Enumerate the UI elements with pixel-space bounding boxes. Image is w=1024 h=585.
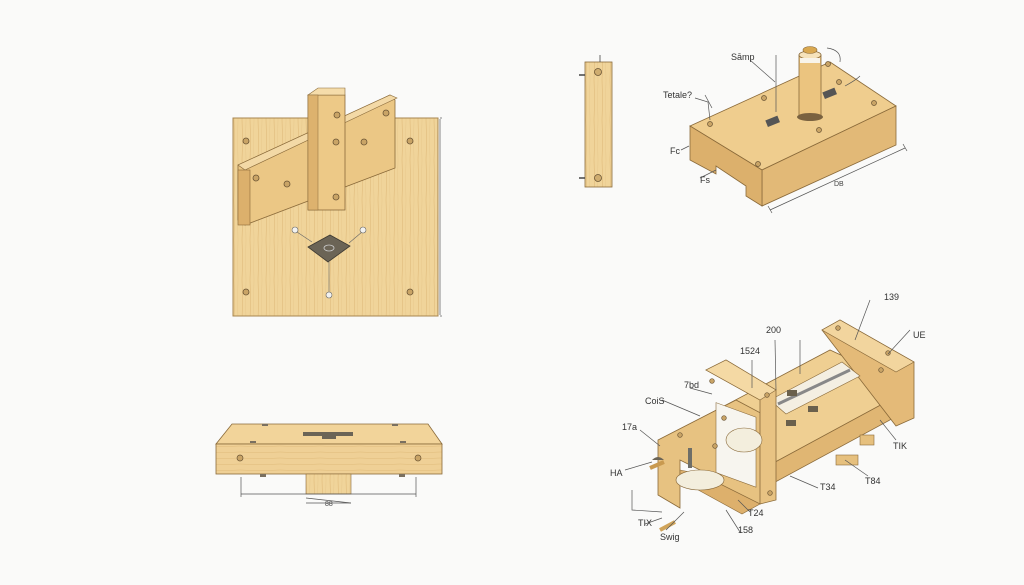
label-swig: Swig [660,532,680,542]
cylinder-post [798,54,822,118]
label-ue: UE [913,330,926,340]
iso-base-view: Sāmp Tetale? Fc Fs DB [663,46,908,214]
mount-plate [307,234,351,263]
side-strip-view [579,55,613,188]
screw-holes [242,109,414,296]
label-ha: HA [610,468,623,478]
iso-assembly-view: 200 1524 7bd CoiS 17a HA TIX Swig 158 T2… [610,292,926,542]
label-fc: Fc [670,146,680,156]
label-t34: T34 [820,482,836,492]
label-t84: T84 [865,476,881,486]
label-7bd: 7bd [684,380,699,390]
label-1524: 1524 [740,346,760,356]
label-tetale: Tetale? [663,90,692,100]
label-tik: TIK [893,441,907,451]
bottom-base-view: 88 [215,423,443,508]
label-158: 158 [738,525,753,535]
label-cois: CoiS [645,396,665,406]
bottom-dim-label: 88 [325,501,333,508]
label-length: DB [834,181,844,188]
height-dimension [439,117,442,317]
label-tix: TIX [638,518,652,528]
label-samp: Sāmp [731,52,755,62]
front-plate-view [232,87,442,317]
label-139: 139 [884,292,899,302]
label-17a: 17a [622,422,637,432]
label-200: 200 [766,325,781,335]
label-fs: Fs [700,175,710,185]
label-t24: T24 [748,508,764,518]
